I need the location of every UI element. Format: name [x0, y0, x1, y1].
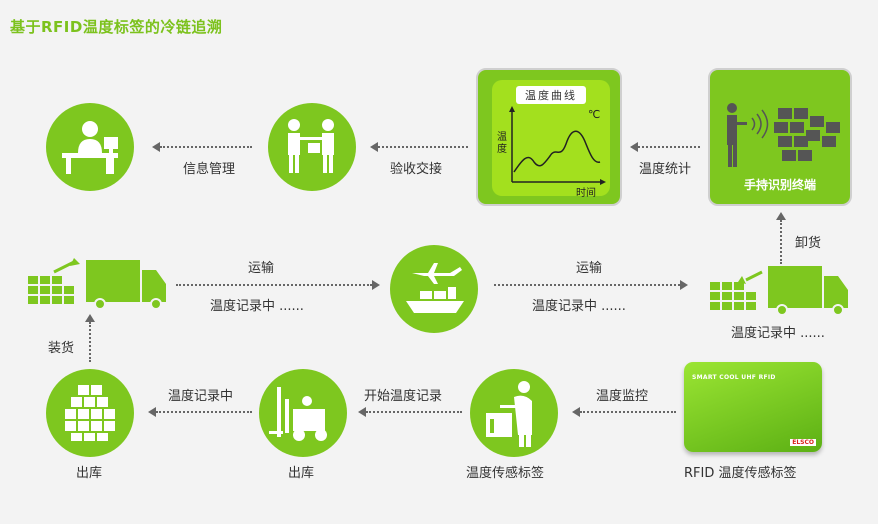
- handover-circle: [268, 103, 356, 191]
- info-mgmt-label: 信息管理: [183, 162, 236, 177]
- plane-ship-icon: [406, 263, 464, 313]
- unload-label: 卸货: [795, 236, 822, 251]
- temp-record-label-2: 温度记录中 ......: [532, 299, 626, 314]
- temp-record-label-1: 温度记录中 ......: [210, 299, 304, 314]
- chart-title: 温度曲线: [516, 86, 586, 104]
- handheld-panel: 手持识别终端: [708, 68, 852, 206]
- boxes-icon: [65, 385, 115, 441]
- arrow-up: [776, 212, 786, 220]
- office-desk-icon: [62, 121, 118, 174]
- temp-stats-label: 温度统计: [639, 162, 692, 177]
- connector-dots: [638, 146, 700, 148]
- connector-dots: [176, 284, 372, 286]
- forklift-icon: [269, 387, 327, 441]
- truck-loading-icon: [28, 258, 166, 310]
- handover-icon: [288, 119, 334, 173]
- inspect-label: 验收交接: [390, 162, 443, 177]
- transport-label-1: 运输: [248, 261, 275, 276]
- chart-unit: ℃: [588, 108, 601, 121]
- out-label-2: 出库: [288, 466, 315, 481]
- start-record-label: 开始温度记录: [364, 389, 443, 404]
- arrow-left: [152, 142, 160, 152]
- worker-box-icon: [486, 381, 532, 447]
- connector-dots: [580, 411, 676, 413]
- connector-dots: [494, 284, 680, 286]
- card-maker: ELSCO: [790, 439, 816, 446]
- temp-record-label-3: 温度记录中 ......: [731, 326, 825, 341]
- connector-dots: [366, 411, 462, 413]
- arrow-left: [572, 407, 580, 417]
- forklift-circle: [259, 369, 347, 457]
- truck-unloading-icon: [710, 266, 848, 316]
- arrow-right: [372, 280, 380, 290]
- arrow-left: [370, 142, 378, 152]
- temp-curve-inner: 温度曲线 ℃ 温度 时间: [492, 80, 610, 199]
- temp-monitor-label: 温度监控: [596, 389, 649, 404]
- arrow-right: [680, 280, 688, 290]
- connector-dots-vertical: [780, 220, 782, 264]
- office-circle: [46, 103, 134, 191]
- chart-y-label: 温度: [497, 132, 507, 155]
- card-brand: SMART COOL UHF RFID: [692, 374, 776, 381]
- temp-curve-panel: 温度曲线 ℃ 温度 时间: [476, 68, 622, 206]
- load-label: 装货: [48, 341, 75, 356]
- page-title: 基于RFID温度标签的冷链追溯: [10, 18, 223, 36]
- connector-dots-vertical: [89, 322, 91, 362]
- chart-x-label: 时间: [576, 188, 596, 199]
- temp-record-left-label: 温度记录中: [168, 389, 234, 404]
- connector-dots: [378, 146, 468, 148]
- tag-worker-circle: [470, 369, 558, 457]
- handheld-scanner-icon: [727, 103, 840, 167]
- air-sea-circle: [390, 245, 478, 333]
- connector-dots: [156, 411, 252, 413]
- rfid-card: SMART COOL UHF RFID ELSCO: [684, 362, 822, 452]
- warehouse-boxes-circle: [46, 369, 134, 457]
- arrow-up: [85, 314, 95, 322]
- temperature-curve-graphic: [509, 106, 606, 185]
- transport-label-2: 运输: [576, 261, 603, 276]
- temp-tag-label: 温度传感标签: [466, 466, 545, 481]
- rfid-tag-label: RFID 温度传感标签: [684, 466, 797, 481]
- arrow-left: [148, 407, 156, 417]
- connector-dots: [160, 146, 252, 148]
- arrow-left: [630, 142, 638, 152]
- handheld-label: 手持识别终端: [743, 178, 816, 192]
- out-label-1: 出库: [76, 466, 103, 481]
- arrow-left: [358, 407, 366, 417]
